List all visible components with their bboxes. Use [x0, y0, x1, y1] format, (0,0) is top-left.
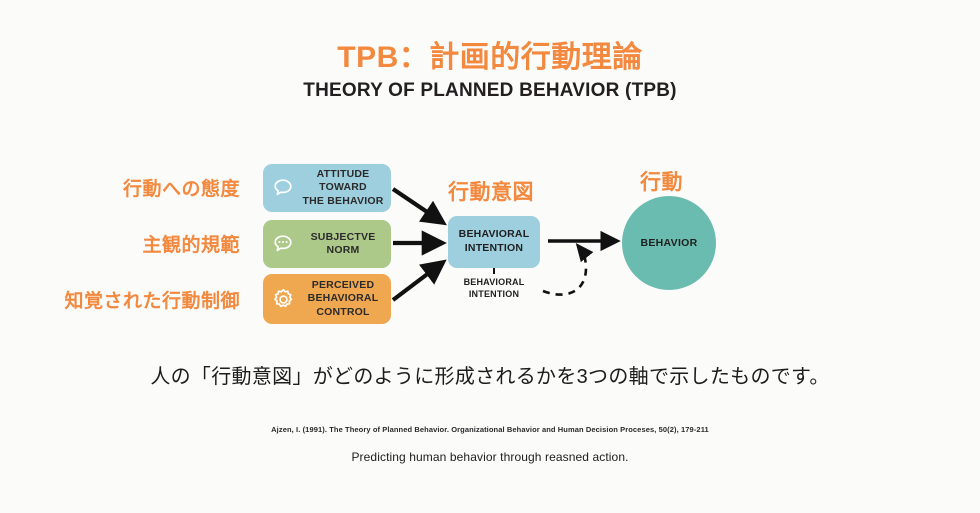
- summary-caption-jp: 人の「行動意図」がどのように形成されるかを3つの軸で示したものです。: [150, 366, 830, 388]
- speech-bubble-icon: [267, 176, 299, 200]
- side-label-perceived-control: 知覚された行動制御: [64, 291, 240, 312]
- behavioral-intention-box: BEHAVIORAL INTENTION: [448, 216, 540, 268]
- determinant-label-perceived-control: PERCEIVED BEHAVIORAL CONTROL: [307, 279, 379, 318]
- determinant-box-subjective-norm: SUBJECTVE NORM: [263, 220, 391, 268]
- side-label-subjective-norm: 主観的規範: [142, 235, 240, 256]
- arrow-perceived-control-dashed: [542, 242, 594, 296]
- determinant-label-subjective-norm: SUBJECTVE NORM: [310, 230, 376, 256]
- citation-text: Ajzen, I. (1991). The Theory of Planned …: [271, 425, 709, 434]
- determinant-box-perceived-control: PERCEIVED BEHAVIORAL CONTROL: [263, 274, 391, 324]
- page-title-jp: TPB：計画的行動理論: [337, 41, 643, 74]
- behavioral-intention-caption: BEHAVIORAL INTENTION: [463, 277, 525, 300]
- determinant-label-attitude: ATTITUDE TOWARD THE BEHAVIOR: [302, 168, 384, 207]
- behavior-circle: BEHAVIOR: [622, 196, 716, 290]
- arrow-control-to-intention: [391, 259, 447, 302]
- page-subtitle-en: THEORY OF PLANNED BEHAVIOR (TPB): [303, 80, 677, 101]
- tagline-text: Predicting human behavior through reasne…: [351, 450, 629, 464]
- heading-behavior-jp: 行動: [640, 171, 683, 194]
- speech-bubble-dots-icon: [267, 232, 299, 256]
- determinant-box-attitude: ATTITUDE TOWARD THE BEHAVIOR: [263, 164, 391, 212]
- arrow-attitude-to-intention: [391, 187, 447, 226]
- heading-behavioral-intention-jp: 行動意図: [448, 181, 534, 204]
- gear-icon: [267, 287, 299, 312]
- side-label-attitude: 行動への態度: [122, 179, 240, 200]
